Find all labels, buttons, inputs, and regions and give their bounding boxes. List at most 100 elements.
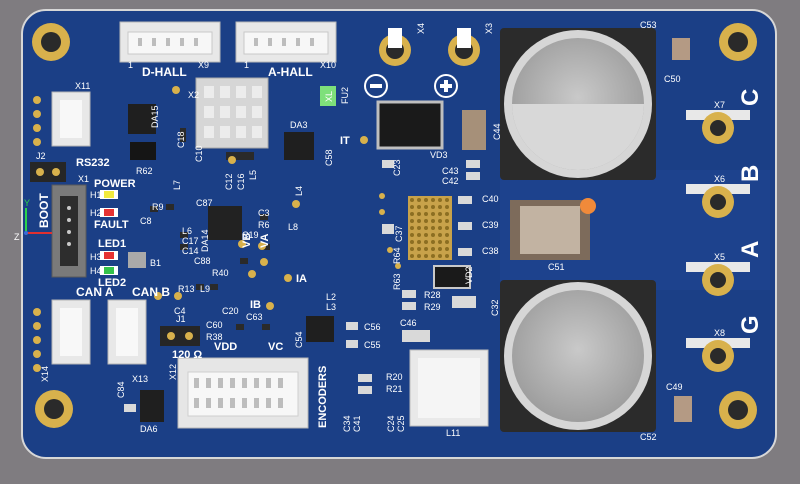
label-phase-g: G	[737, 315, 764, 334]
label-c42: C42	[442, 176, 459, 186]
c51-component	[510, 198, 596, 260]
label-l9: L9	[200, 284, 210, 294]
axis-gizmo	[24, 208, 52, 235]
capacitor-c52	[500, 280, 656, 432]
thermal-via	[431, 226, 435, 230]
label-x10: X10	[320, 60, 336, 70]
thermal-via	[410, 240, 414, 244]
thermal-via	[431, 198, 435, 202]
label-fault: FAULT	[94, 219, 129, 231]
label-can-b: CAN B	[132, 285, 170, 299]
thermal-via	[438, 226, 442, 230]
label-c25: C25	[396, 415, 406, 432]
label-l8: L8	[288, 222, 298, 232]
d-hall-connector	[119, 21, 221, 63]
label-led1: LED1	[98, 238, 126, 250]
label-vd2: VD2	[464, 266, 474, 284]
label-c14: C14	[182, 246, 199, 256]
label-pin1-x10: 1	[244, 60, 249, 70]
left-pin-column	[33, 96, 41, 372]
mounting-hole-bl	[35, 390, 73, 428]
label-c58: C58	[324, 149, 334, 166]
terminal-x8	[686, 338, 750, 372]
label-d-hall: D-HALL	[142, 65, 187, 79]
label-c10: C10	[194, 145, 204, 162]
small-caps	[124, 38, 692, 422]
label-r6: R6	[258, 220, 270, 230]
vd2-diode	[433, 265, 471, 289]
label-c32: C32	[490, 299, 500, 316]
label-da15: DA15	[150, 105, 160, 128]
fuse-fu2	[320, 86, 336, 106]
usb-connector	[51, 184, 87, 278]
thermal-via	[424, 240, 428, 244]
label-c63: C63	[246, 312, 263, 322]
label-axis-y: Y	[24, 198, 30, 208]
j2-jumper	[30, 162, 66, 182]
vd3-diode	[376, 100, 444, 150]
label-c53: C53	[640, 20, 657, 30]
label-vc: VC	[268, 341, 283, 353]
label-encoders: ENCODERS	[317, 366, 329, 428]
thermal-via	[424, 247, 428, 251]
thermal-via	[410, 254, 414, 258]
label-l11: L11	[446, 428, 460, 438]
led-2	[100, 266, 118, 275]
thermal-via	[438, 212, 442, 216]
label-ib: IB	[250, 299, 261, 311]
label-x7: X7	[714, 100, 725, 110]
label-c39: C39	[482, 220, 499, 230]
j1-jumper	[160, 326, 200, 346]
thermal-via	[445, 226, 449, 230]
label-x2: X2	[188, 90, 199, 100]
plus-symbol	[434, 74, 458, 98]
thermal-via	[438, 219, 442, 223]
label-r9: R9	[152, 202, 164, 212]
label-axis-z: Z	[14, 232, 20, 242]
label-c34: C34	[342, 415, 352, 432]
mounting-hole-tr	[719, 23, 757, 61]
label-va: VA	[259, 233, 271, 248]
label-120-ohm: 120 Ω	[172, 349, 202, 361]
label-fuse-xl: XL	[324, 91, 334, 102]
label-power: POWER	[94, 178, 136, 190]
thermal-via	[417, 205, 421, 209]
label-da6: DA6	[140, 424, 158, 434]
label-r62: R62	[136, 166, 153, 176]
label-c46: C46	[400, 318, 417, 328]
thermal-via	[431, 240, 435, 244]
thermal-via	[424, 226, 428, 230]
label-x12: X12	[168, 364, 178, 380]
label-r20: R20	[386, 372, 403, 382]
label-c17: C17	[182, 236, 199, 246]
label-c23: C23	[392, 159, 402, 176]
thermal-via	[431, 233, 435, 237]
label-l2: L2	[326, 292, 336, 302]
thermal-via	[431, 219, 435, 223]
label-c50: C50	[664, 74, 681, 84]
thermal-via	[438, 240, 442, 244]
terminal-x7	[686, 110, 750, 144]
thermal-via	[410, 212, 414, 216]
label-phase-b: B	[737, 165, 764, 182]
label-c16: C16	[236, 173, 246, 190]
label-c37: C37	[394, 225, 404, 242]
label-x6: X6	[714, 174, 725, 184]
label-da14: DA14	[200, 229, 210, 252]
thermal-via	[424, 219, 428, 223]
label-h4: H4	[90, 266, 102, 276]
thermal-via	[431, 212, 435, 216]
label-h1: H1	[90, 190, 102, 200]
label-x8: X8	[714, 328, 725, 338]
label-a-hall: A-HALL	[268, 65, 313, 79]
da3-chip	[284, 132, 314, 160]
minus-symbol	[364, 74, 388, 98]
label-h3: H3	[90, 252, 102, 262]
terminal-x5	[686, 262, 750, 296]
label-vd3: VD3	[430, 150, 448, 160]
thermal-via	[445, 198, 449, 202]
thermal-via	[410, 198, 414, 202]
label-phase-c: C	[737, 89, 764, 106]
label-it: IT	[340, 135, 350, 147]
